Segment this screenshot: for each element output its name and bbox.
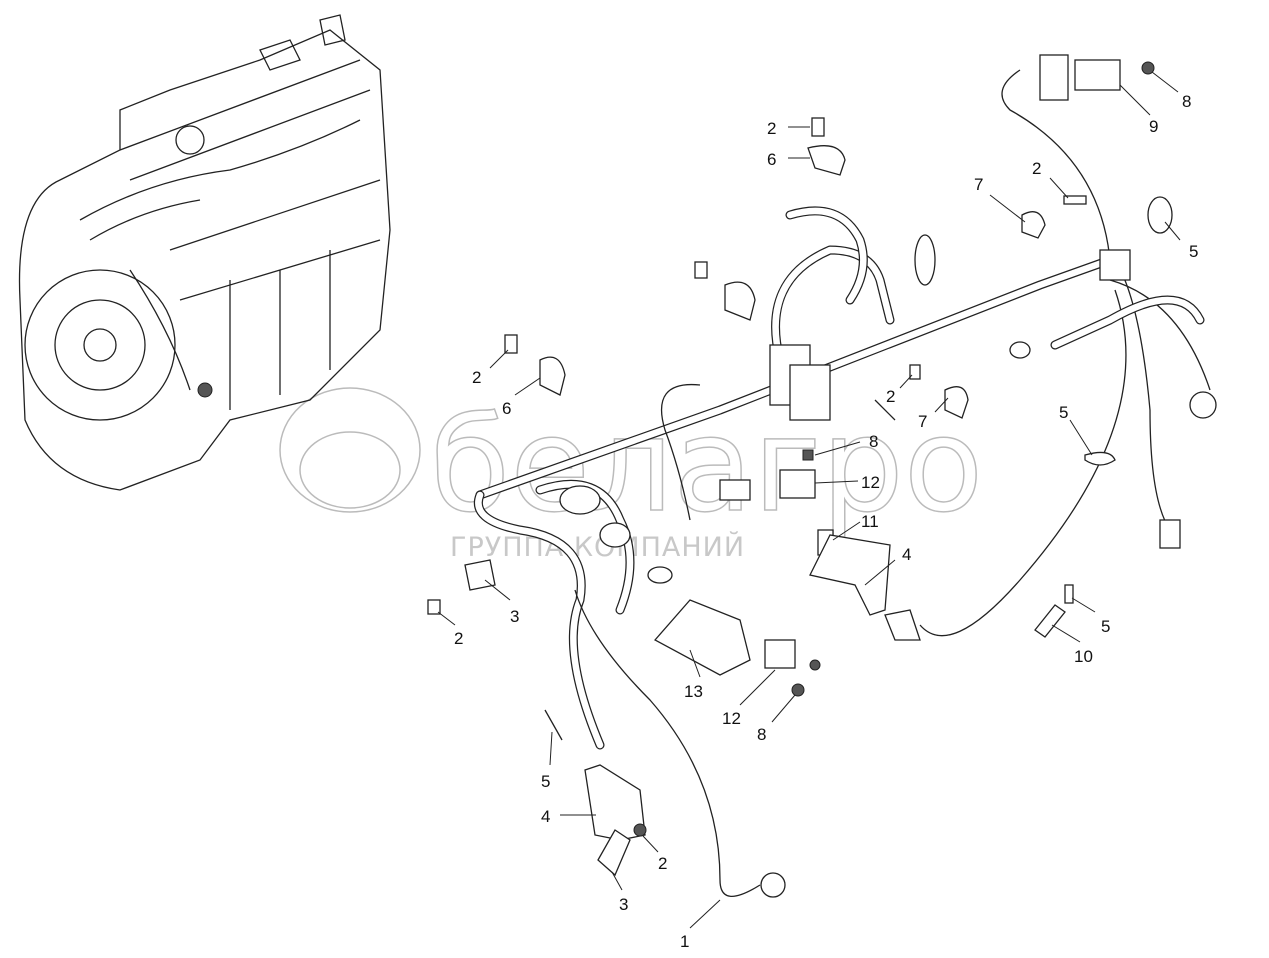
connector (1159, 519, 1181, 549)
callout-9: 9 (1149, 117, 1158, 136)
bolt (427, 599, 441, 615)
callout-11: 11 (861, 512, 879, 531)
leader-lines (437, 71, 1181, 929)
callout-8: 8 (757, 725, 766, 744)
clamp (724, 281, 756, 321)
callout-7: 7 (918, 412, 927, 431)
callout-12: 12 (722, 709, 741, 728)
callout-3: 3 (510, 607, 519, 626)
nut (791, 683, 805, 697)
clamp (1021, 211, 1046, 239)
parts (427, 54, 1217, 898)
callout-1: 1 (680, 932, 689, 951)
bolt (694, 261, 708, 279)
nut (1141, 61, 1155, 75)
bolt (811, 117, 825, 137)
callout-2: 2 (886, 387, 895, 406)
clamp (807, 145, 846, 176)
callout-8: 8 (1182, 92, 1191, 111)
callout-2: 2 (472, 368, 481, 387)
callout-7: 7 (974, 175, 983, 194)
pin (874, 399, 896, 421)
clamp (539, 356, 566, 396)
engine-assembly (18, 14, 391, 491)
nut (633, 823, 647, 837)
callout-12: 12 (861, 473, 880, 492)
clamp (944, 386, 969, 419)
tie (599, 522, 631, 548)
callout-13: 13 (684, 682, 703, 701)
callout-5: 5 (541, 772, 550, 791)
connector (884, 609, 921, 641)
callout-6: 6 (767, 150, 776, 169)
tie (914, 234, 936, 286)
callout-2: 2 (767, 119, 776, 138)
callout-5: 5 (1059, 403, 1068, 422)
connector (760, 872, 786, 898)
clip (1034, 604, 1066, 638)
callout-5: 5 (1101, 617, 1110, 636)
callout-10: 10 (1074, 647, 1093, 666)
bracket (584, 764, 646, 841)
sensor (779, 469, 816, 499)
tie (559, 485, 601, 515)
bracket (653, 599, 751, 676)
callout-4: 4 (541, 807, 550, 826)
callout-2: 2 (658, 854, 667, 873)
bracket (809, 534, 891, 616)
sensor (597, 829, 631, 877)
tie (647, 566, 673, 584)
bolt (1063, 195, 1087, 205)
bolt (504, 334, 518, 354)
callout-8: 8 (869, 432, 878, 451)
callout-2: 2 (454, 629, 463, 648)
pin (544, 709, 563, 741)
callout-6: 6 (502, 399, 511, 418)
callout-3: 3 (619, 895, 628, 914)
watermark-subtitle: ГРУППА КОМПАНИЙ (450, 531, 745, 563)
callout-4: 4 (902, 545, 911, 564)
nut (809, 659, 821, 671)
callout-2: 2 (1032, 159, 1041, 178)
sensor (1074, 59, 1121, 91)
tie (1084, 451, 1116, 466)
nut (802, 449, 814, 461)
tie (1009, 341, 1031, 359)
connector (1189, 391, 1217, 419)
sensor-connector (1039, 54, 1069, 101)
bolt (909, 364, 921, 380)
callout-5: 5 (1189, 242, 1198, 261)
sensor (464, 559, 496, 591)
tie (1147, 196, 1173, 234)
connector (719, 479, 751, 501)
callout-numbers: 2 6 8 9 7 2 5 2 6 2 7 8 5 12 11 4 3 2 5 … (454, 92, 1198, 951)
wiring-harness (474, 69, 1211, 898)
pin (1064, 584, 1074, 604)
sensor (764, 639, 796, 669)
